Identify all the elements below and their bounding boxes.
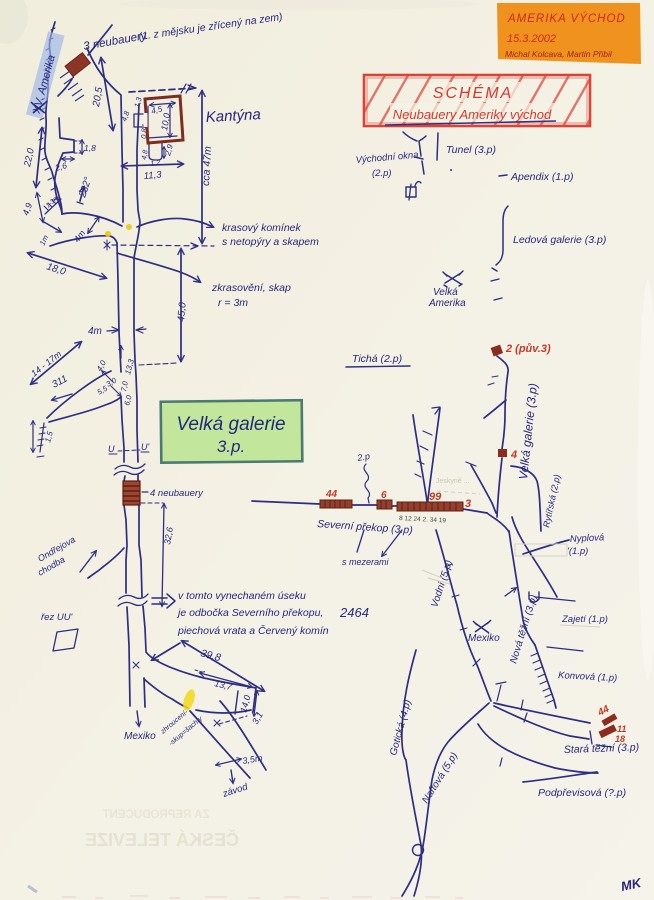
svg-text:Východní okna: Východní okna	[355, 150, 419, 166]
svg-text:8 12 24 2. 34 19: 8 12 24 2. 34 19	[399, 515, 447, 524]
svg-text:SCHÉMA: SCHÉMA	[433, 83, 513, 102]
svg-text:10,0: 10,0	[159, 112, 172, 131]
svg-text:piechová vrata a Červený komín: piechová vrata a Červený komín	[177, 624, 329, 637]
svg-text:Mexiko: Mexiko	[468, 633, 500, 644]
svg-text:v tomto vynechaném úseku: v tomto vynechaném úseku	[178, 590, 306, 602]
svg-text:3,5m: 3,5m	[242, 753, 264, 766]
svg-text:(2.p): (2.p)	[372, 168, 392, 179]
svg-text:Tunel (3.p): Tunel (3.p)	[446, 144, 496, 156]
svg-text:0,84: 0,84	[139, 124, 149, 139]
svg-text:Velká: Velká	[433, 287, 458, 298]
svg-text:22,0: 22,0	[22, 147, 37, 169]
svg-text:13,7: 13,7	[214, 678, 234, 692]
svg-text:Amerika: Amerika	[428, 298, 466, 309]
svg-text:2 (pův.3): 2 (pův.3)	[505, 343, 551, 355]
svg-text:Podpřevisová (?.p): Podpřevisová (?.p)	[538, 787, 626, 799]
svg-text:4m: 4m	[88, 326, 102, 337]
svg-text:11,3: 11,3	[143, 169, 162, 182]
svg-text:1m: 1m	[38, 234, 51, 247]
svg-text:Konvová (1.p): Konvová (1.p)	[558, 670, 618, 684]
svg-text:15.3.2002: 15.3.2002	[507, 33, 556, 45]
svg-text:řez UU': řez UU'	[41, 612, 74, 623]
svg-text:'(1.p): '(1.p)	[567, 546, 588, 557]
svg-text:45,0: 45,0	[176, 301, 189, 322]
svg-text:ČESKÁ TELEVIZE: ČESKÁ TELEVIZE	[85, 829, 239, 850]
svg-text:4,8: 4,8	[141, 149, 150, 160]
svg-text:14,0: 14,0	[238, 694, 252, 714]
svg-text:Stará těžní (3.p): Stará těžní (3.p)	[564, 741, 640, 756]
svg-text:3.p.: 3.p.	[217, 437, 245, 456]
svg-text:Michal Kolcava, Martin Přibil: Michal Kolcava, Martin Přibil	[505, 49, 613, 59]
svg-text:s mezerami: s mezerami	[342, 557, 390, 567]
svg-text:2464: 2464	[339, 605, 369, 620]
svg-text:Mexiko: Mexiko	[124, 731, 156, 742]
svg-text:krasový komínek: krasový komínek	[222, 222, 302, 234]
svg-text:44: 44	[325, 489, 338, 500]
svg-text:39,8: 39,8	[199, 647, 222, 664]
svg-text:32,6: 32,6	[162, 526, 175, 545]
svg-text:7,0: 7,0	[119, 380, 130, 393]
svg-text:je odbočka Severního překopu,: je odbočka Severního překopu,	[176, 607, 323, 619]
svg-text:6: 6	[381, 490, 387, 501]
svg-text:3: 3	[465, 498, 471, 510]
svg-text:99: 99	[429, 491, 442, 503]
svg-text:Ledová galerie (3.p): Ledová galerie (3.p)	[513, 234, 606, 246]
svg-text:11: 11	[617, 724, 626, 734]
svg-text:zkrasovění, skap: zkrasovění, skap	[211, 282, 291, 294]
svg-text:U': U'	[141, 442, 149, 452]
svg-text:Zajetí (1.p): Zajetí (1.p)	[561, 614, 608, 625]
svg-text:4 neubauery: 4 neubauery	[150, 488, 204, 499]
svg-text:18: 18	[615, 734, 625, 744]
svg-text:4: 4	[510, 449, 517, 461]
svg-text:r = 3m: r = 3m	[218, 297, 248, 309]
svg-text:s netopýry a skapem: s netopýry a skapem	[222, 236, 319, 248]
svg-text:Tichá (2.p): Tichá (2.p)	[352, 353, 402, 365]
svg-text:6,0: 6,0	[122, 393, 134, 406]
svg-text:1,3: 1,3	[132, 95, 144, 108]
svg-text:Apendix (1.p): Apendix (1.p)	[510, 171, 573, 183]
svg-text:Nyplová: Nyplová	[570, 532, 605, 545]
svg-text:1,8: 1,8	[84, 143, 96, 153]
svg-text:20,5: 20,5	[91, 86, 105, 108]
svg-text:MK: MK	[620, 875, 644, 894]
svg-text:Neubauery Ameriky východ: Neubauery Ameriky východ	[393, 107, 552, 122]
svg-text:2,9: 2,9	[163, 143, 175, 158]
svg-text:44: 44	[595, 704, 611, 720]
svg-text:Velká galerie: Velká galerie	[176, 414, 285, 435]
svg-text:1,5: 1,5	[43, 430, 55, 444]
svg-text:U: U	[108, 444, 115, 454]
svg-text:4,9: 4,9	[20, 202, 34, 217]
svg-text:2.p: 2.p	[356, 451, 371, 463]
svg-text:4,5: 4,5	[150, 104, 164, 116]
svg-text:Jeskyně ...: Jeskyně ...	[436, 478, 470, 485]
svg-text:2,6: 2,6	[53, 160, 68, 173]
svg-text:1,2: 1,2	[150, 159, 161, 168]
svg-text:Kantýna: Kantýna	[205, 106, 261, 126]
svg-text:AMERIKA VÝCHOD: AMERIKA VÝCHOD	[507, 12, 626, 25]
svg-text:4,8: 4,8	[119, 109, 131, 123]
svg-text:13,3: 13,3	[123, 358, 136, 376]
svg-text:cca 47m: cca 47m	[200, 146, 214, 187]
svg-text:ZA REPRODUCENT: ZA REPRODUCENT	[103, 809, 210, 821]
